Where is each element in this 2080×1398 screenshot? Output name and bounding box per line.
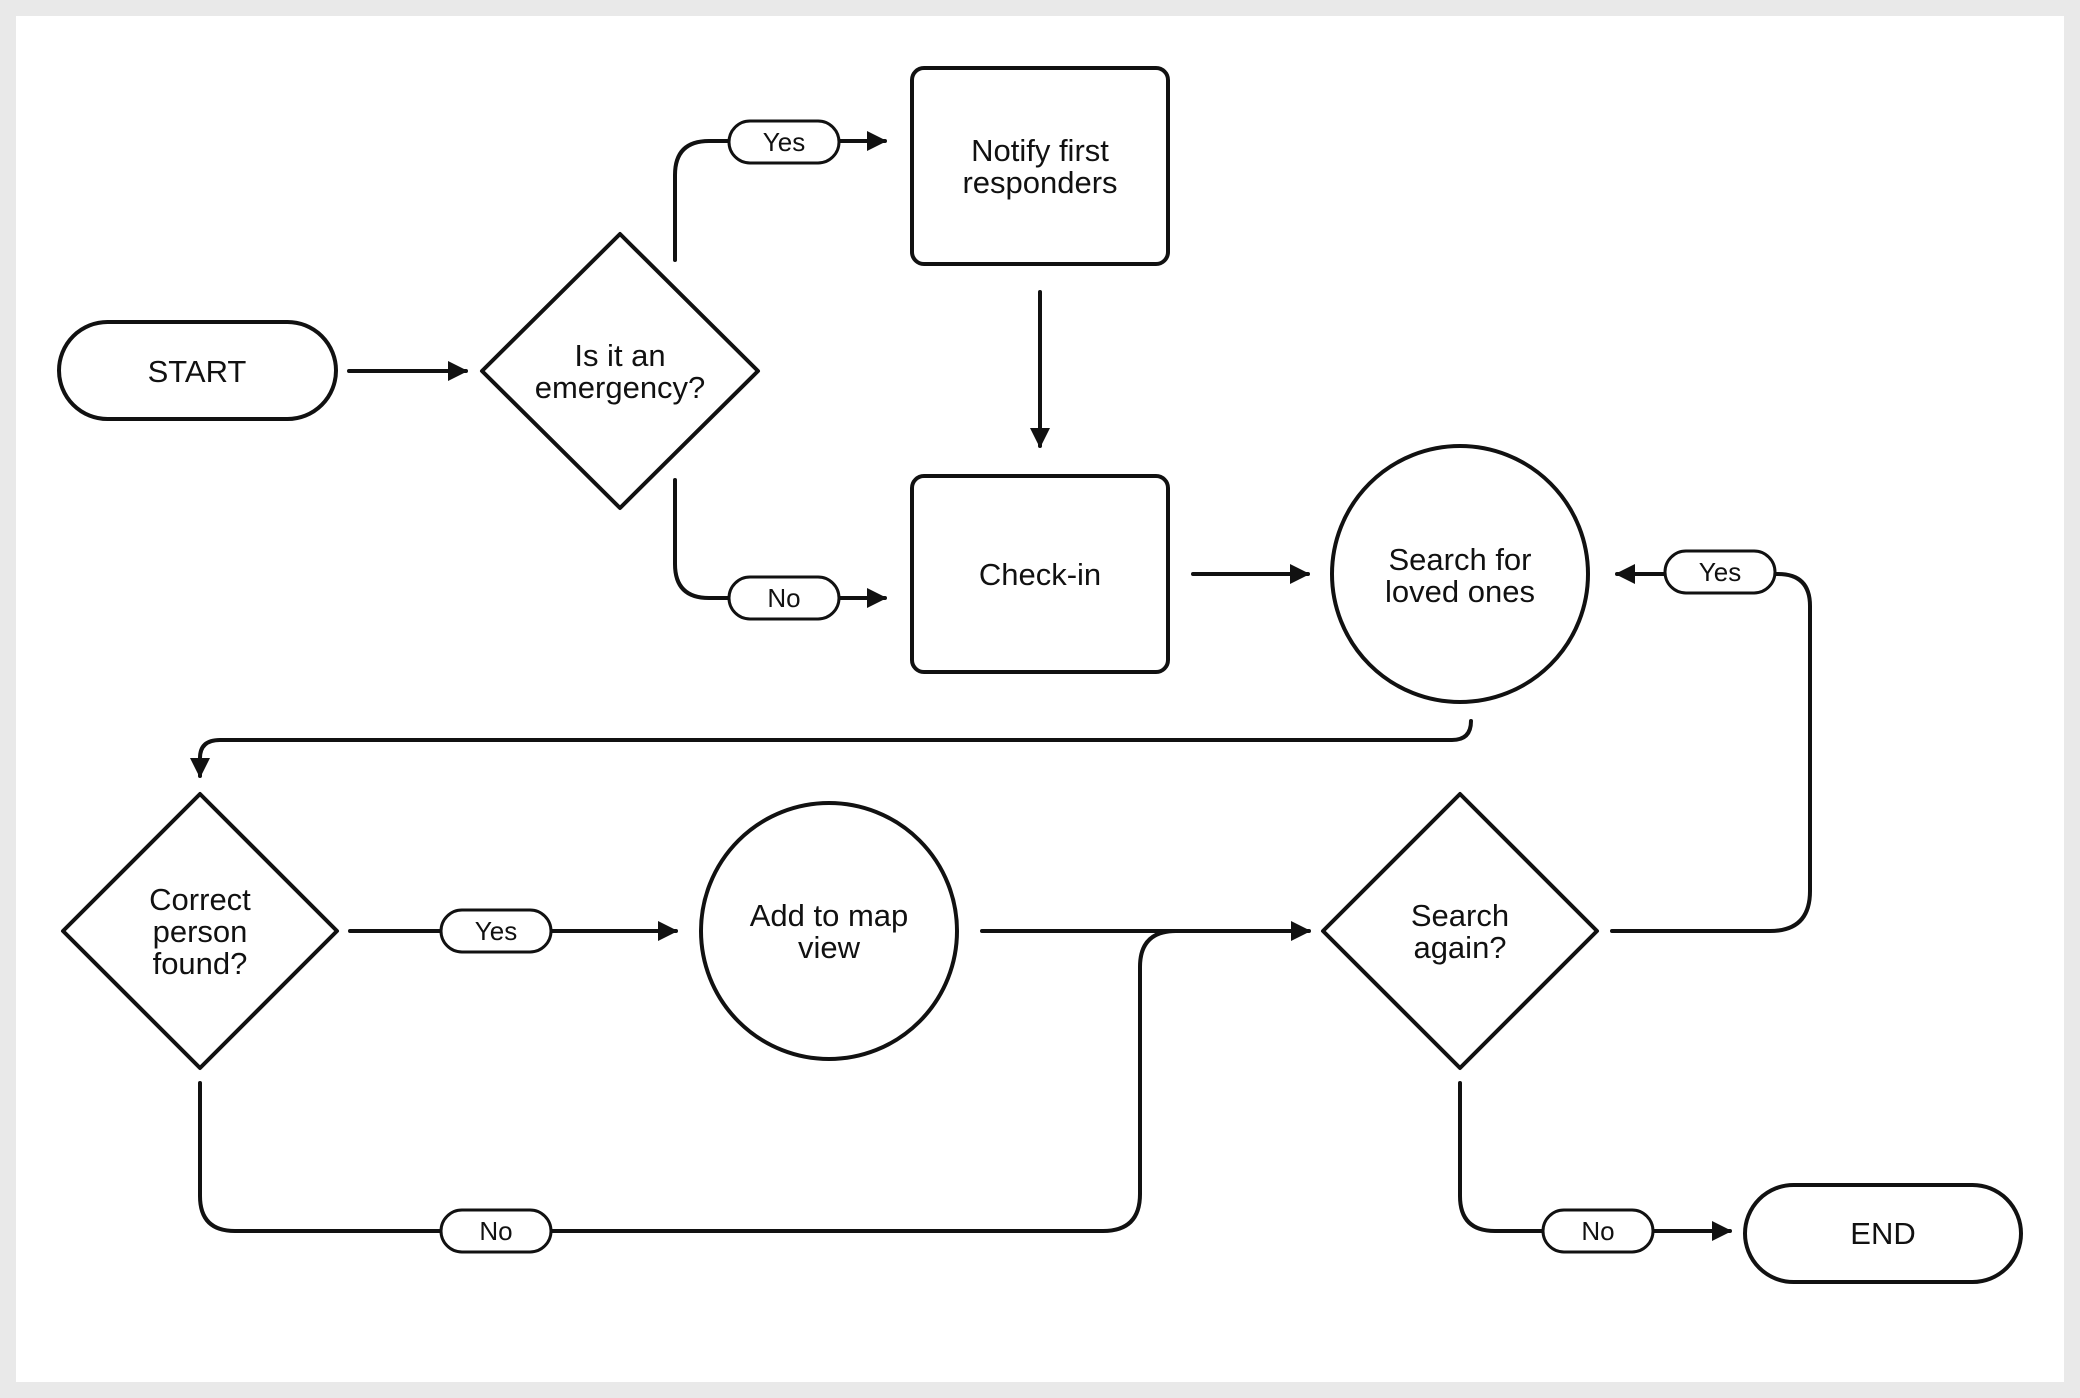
pill-correct-yes <box>439 908 553 954</box>
pill-again-no-label: No <box>1581 1216 1614 1246</box>
notify-process <box>910 66 1170 266</box>
end-terminal <box>1743 1183 2023 1284</box>
checkin-process <box>910 474 1170 674</box>
notify-label-line1: Notify first <box>971 133 1109 168</box>
pill-again-yes <box>1663 549 1777 595</box>
addmap-label-line2: view <box>798 930 861 965</box>
checkin-label: Check-in <box>979 557 1101 592</box>
connector-again-yes <box>1610 564 1812 933</box>
pill-emergency-yes <box>727 119 841 165</box>
correct-label-line1: Correct <box>149 882 251 917</box>
connector-emergency-yes <box>673 131 887 262</box>
notify-label-line2: responders <box>962 165 1117 200</box>
connector-correct-no <box>198 929 1178 1233</box>
search-process <box>1330 444 1590 704</box>
connector-again-no <box>1458 1081 1732 1241</box>
add-to-map-process <box>699 801 959 1061</box>
connector-emergency-no <box>673 478 887 608</box>
emergency-label-line2: emergency? <box>535 370 706 405</box>
pill-correct-no-label: No <box>479 1216 512 1246</box>
search-again-decision <box>1321 792 1599 1070</box>
again-label-line2: again? <box>1413 930 1506 965</box>
again-label-line1: Search <box>1411 898 1509 933</box>
pill-correct-yes-label: Yes <box>475 916 517 946</box>
pill-again-no <box>1541 1208 1655 1254</box>
pill-again-yes-label: Yes <box>1699 557 1741 587</box>
emergency-decision <box>480 232 760 510</box>
correct-label-line2: person <box>153 914 248 949</box>
addmap-label-line1: Add to map <box>750 898 909 933</box>
emergency-label-line1: Is it an <box>574 338 665 373</box>
search-label-line2: loved ones <box>1385 574 1535 609</box>
start-label: START <box>148 354 247 389</box>
correct-label-line3: found? <box>153 946 248 981</box>
search-label-line1: Search for <box>1388 542 1531 577</box>
pill-emergency-no-label: No <box>767 583 800 613</box>
end-label: END <box>1850 1216 1915 1251</box>
connector-search-to-correct <box>190 719 1473 778</box>
pill-emergency-no <box>727 575 841 621</box>
pill-correct-no <box>439 1208 553 1254</box>
start-terminal <box>57 320 338 421</box>
correct-person-decision <box>61 792 339 1070</box>
pill-emergency-yes-label: Yes <box>763 127 805 157</box>
